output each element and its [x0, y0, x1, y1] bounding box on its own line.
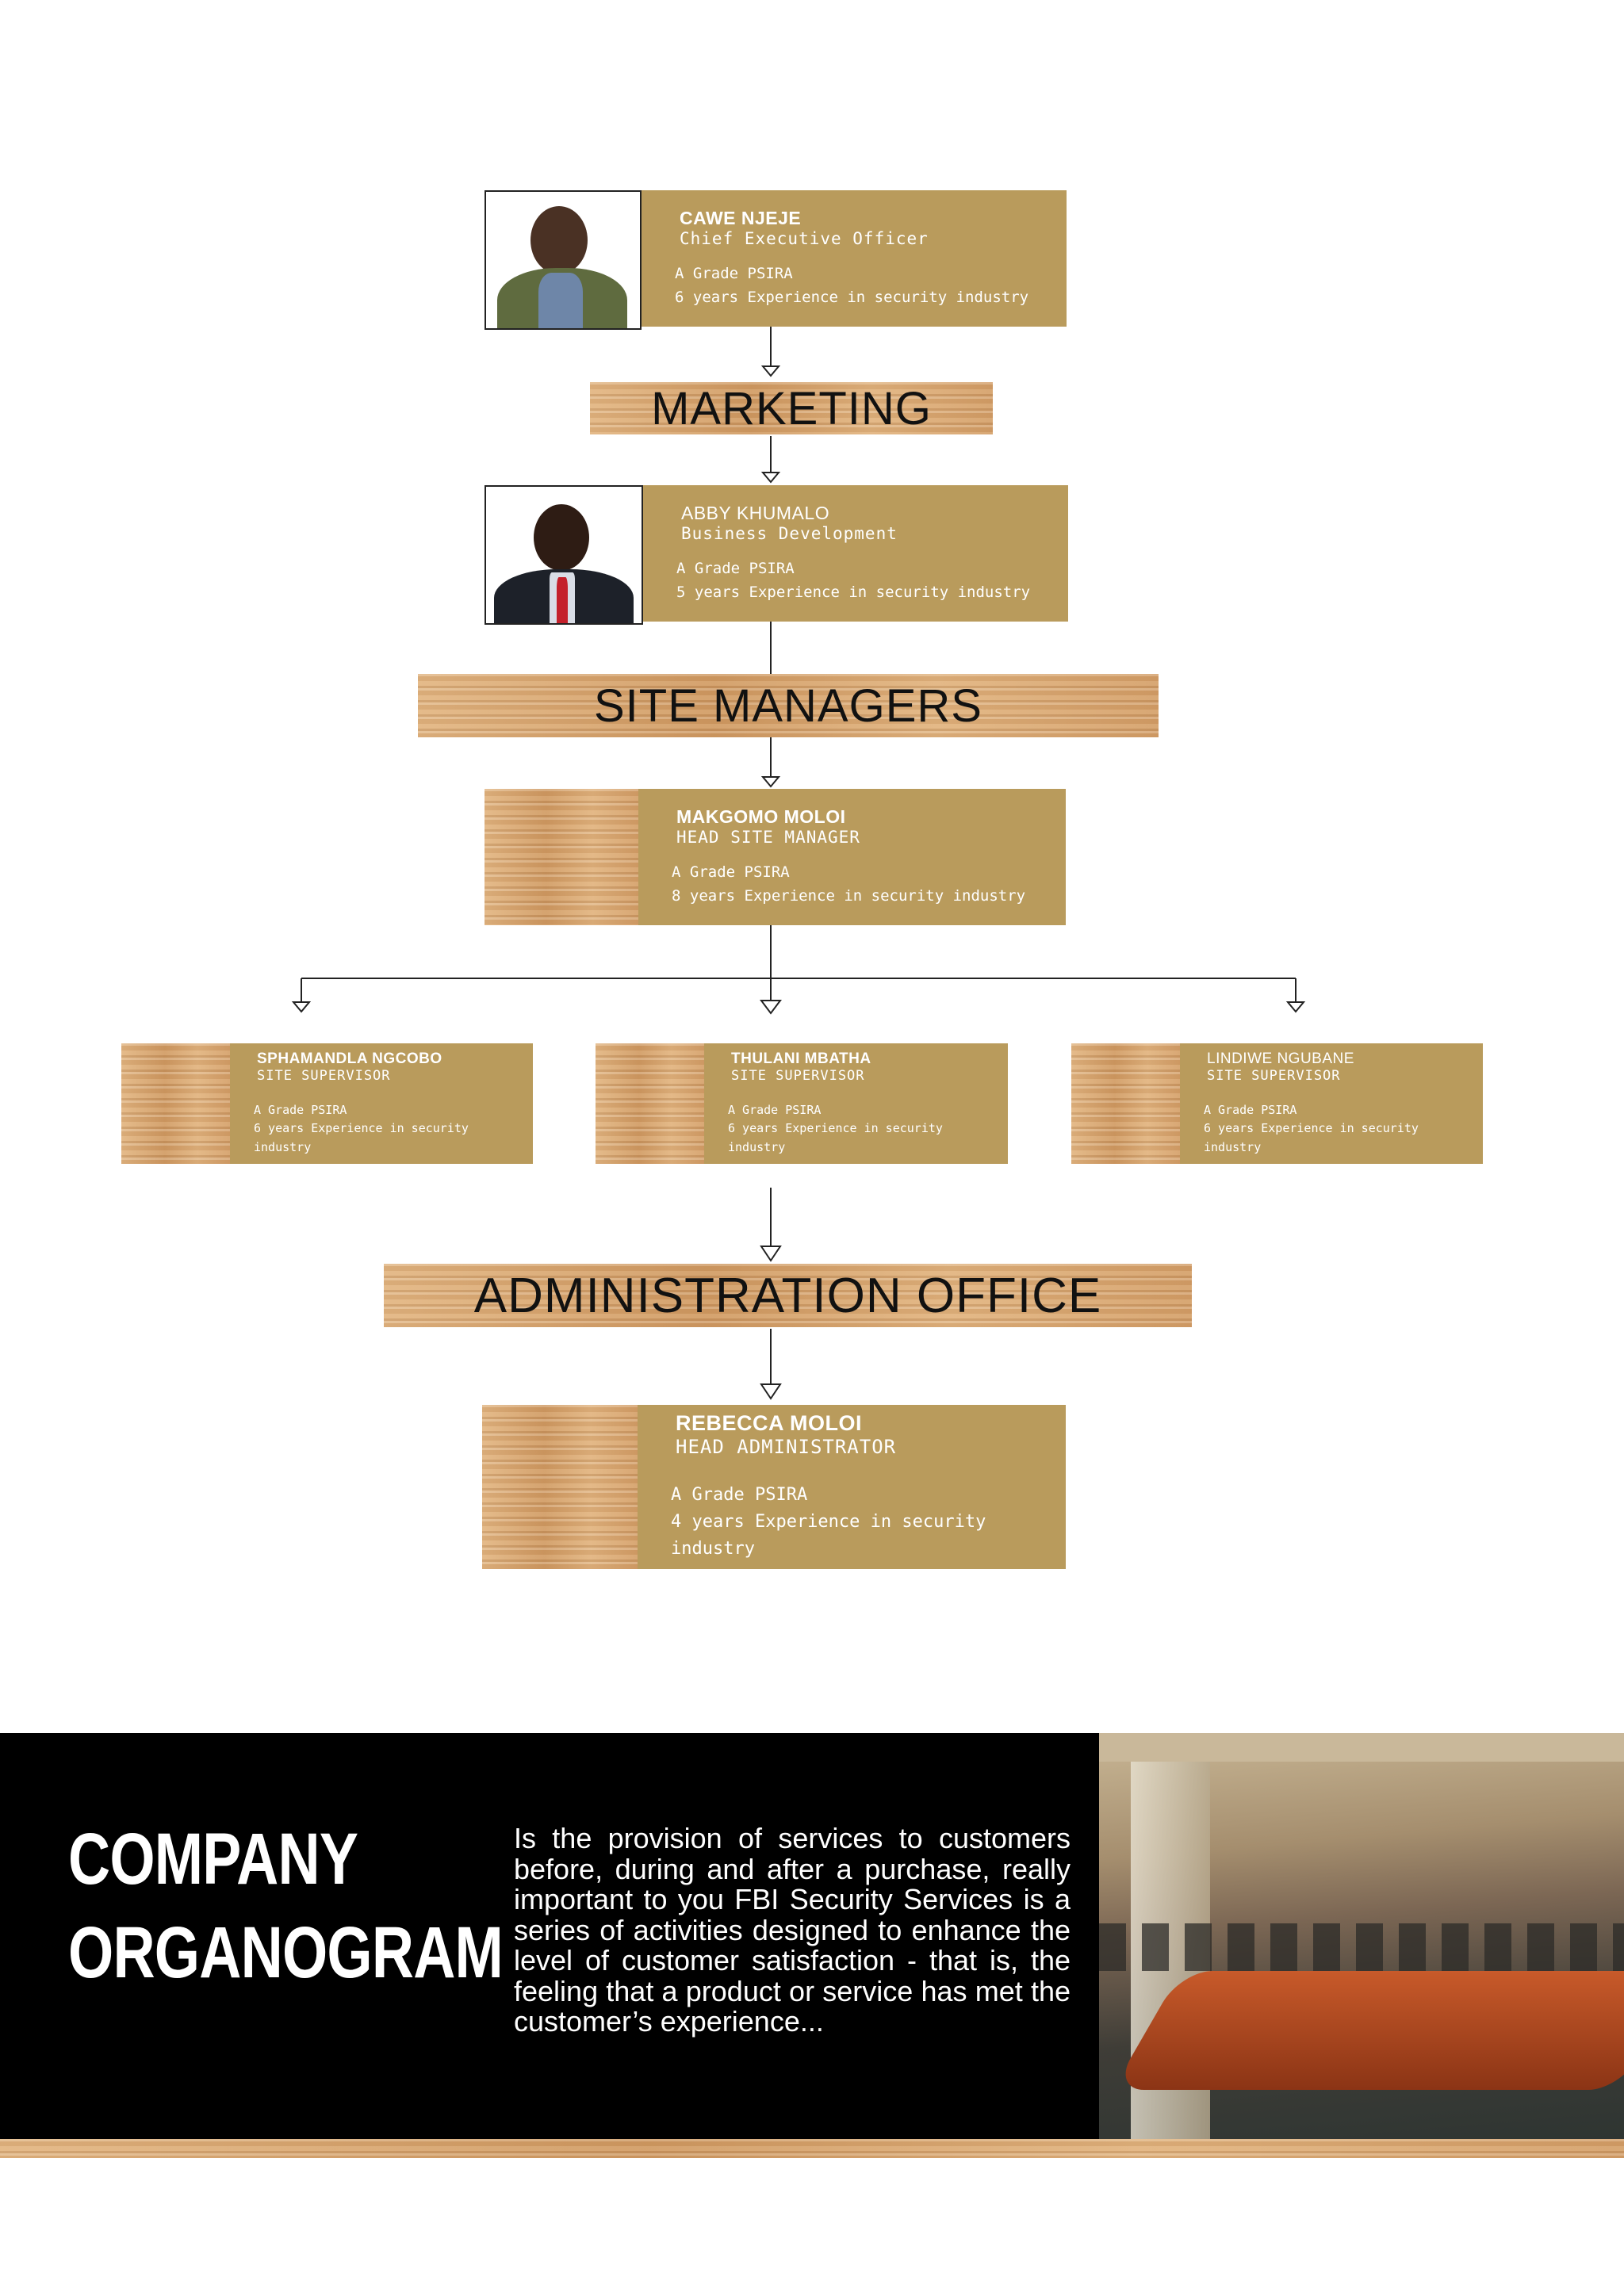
- site-supervisor-photo-placeholder: [1071, 1043, 1180, 1164]
- head-administrator-name: REBECCA MOLOI: [676, 1410, 862, 1435]
- head-site-manager-role: HEAD SITE MANAGER: [676, 828, 860, 848]
- site-supervisor-experience: 6 years Experience in security industry: [254, 1121, 469, 1154]
- site-supervisor-role: SITE SUPERVISOR: [1207, 1068, 1341, 1085]
- business-development-card: ABBY KHUMALO Business Development A Grad…: [485, 485, 1068, 625]
- administration-office-heading: ADMINISTRATION OFFICE: [473, 1268, 1102, 1323]
- footer-title: COMPANY ORGANOGRAM: [68, 1812, 512, 1999]
- site-managers-heading: SITE MANAGERS: [594, 679, 982, 732]
- site-supervisor-photo-placeholder: [596, 1043, 704, 1164]
- administration-office-banner: ADMINISTRATION OFFICE: [384, 1264, 1192, 1327]
- site-supervisor-name: THULANI MBATHA: [731, 1050, 871, 1068]
- site-supervisor-role: SITE SUPERVISOR: [257, 1068, 391, 1085]
- site-supervisor-card: THULANI MBATHA SITE SUPERVISOR A Grade P…: [596, 1043, 1008, 1164]
- site-supervisor-experience: 6 years Experience in security industry: [1204, 1121, 1419, 1154]
- business-development-role: Business Development: [681, 524, 898, 544]
- business-development-grade: A Grade PSIRA: [676, 560, 795, 578]
- head-site-manager-name: MAKGOMO MOLOI: [676, 806, 846, 828]
- site-supervisor-experience: 6 years Experience in security industry: [728, 1121, 943, 1154]
- head-administrator-role: HEAD ADMINISTRATOR: [676, 1435, 897, 1458]
- ceo-card: CAWE NJEJE Chief Executive Officer A Gra…: [485, 190, 1067, 330]
- site-supervisor-card: SPHAMANDLA NGCOBO SITE SUPERVISOR A Grad…: [121, 1043, 533, 1164]
- head-administrator-experience: 4 years Experience in security industry: [671, 1511, 986, 1559]
- footer-description: Is the provision of services to customer…: [514, 1822, 1071, 2038]
- site-managers-banner: SITE MANAGERS: [418, 674, 1159, 737]
- ceo-name: CAWE NJEJE: [680, 208, 802, 229]
- marketing-banner: MARKETING: [590, 382, 993, 434]
- head-site-manager-card: MAKGOMO MOLOI HEAD SITE MANAGER A Grade …: [485, 789, 1066, 925]
- site-supervisor-grade: A Grade PSIRA: [728, 1103, 822, 1118]
- ceo-photo: [485, 190, 642, 330]
- head-administrator-card: REBECCA MOLOI HEAD ADMINISTRATOR A Grade…: [482, 1405, 1066, 1569]
- conference-room-image: [1099, 1733, 1624, 2139]
- site-supervisor-name: SPHAMANDLA NGCOBO: [257, 1050, 442, 1068]
- footer-wood-strip: [0, 2139, 1624, 2158]
- site-supervisor-photo-placeholder: [121, 1043, 230, 1164]
- ceo-experience: 6 years Experience in security industry: [675, 288, 1029, 306]
- business-development-name: ABBY KHUMALO: [681, 503, 830, 524]
- ceo-grade: A Grade PSIRA: [675, 265, 793, 283]
- site-supervisor-card: LINDIWE NGUBANE SITE SUPERVISOR A Grade …: [1071, 1043, 1483, 1164]
- site-supervisor-role: SITE SUPERVISOR: [731, 1068, 865, 1085]
- footer-title-line1: COMPANY: [68, 1819, 358, 1900]
- head-site-manager-grade: A Grade PSIRA: [672, 863, 790, 882]
- business-development-photo: [485, 485, 643, 625]
- site-supervisor-grade: A Grade PSIRA: [1204, 1103, 1297, 1118]
- head-administrator-grade: A Grade PSIRA: [671, 1484, 808, 1505]
- head-site-manager-experience: 8 years Experience in security industry: [672, 886, 1026, 905]
- footer-title-line2: ORGANOGRAM: [68, 1912, 504, 1993]
- head-site-manager-photo-placeholder: [485, 789, 638, 925]
- ceo-role: Chief Executive Officer: [680, 229, 929, 249]
- site-supervisor-grade: A Grade PSIRA: [254, 1103, 347, 1118]
- marketing-heading: MARKETING: [651, 382, 932, 434]
- head-administrator-photo-placeholder: [482, 1405, 638, 1569]
- site-supervisor-name: LINDIWE NGUBANE: [1207, 1050, 1354, 1068]
- footer-panel: COMPANY ORGANOGRAM Is the provision of s…: [0, 1733, 1624, 2139]
- business-development-experience: 5 years Experience in security industry: [676, 583, 1031, 601]
